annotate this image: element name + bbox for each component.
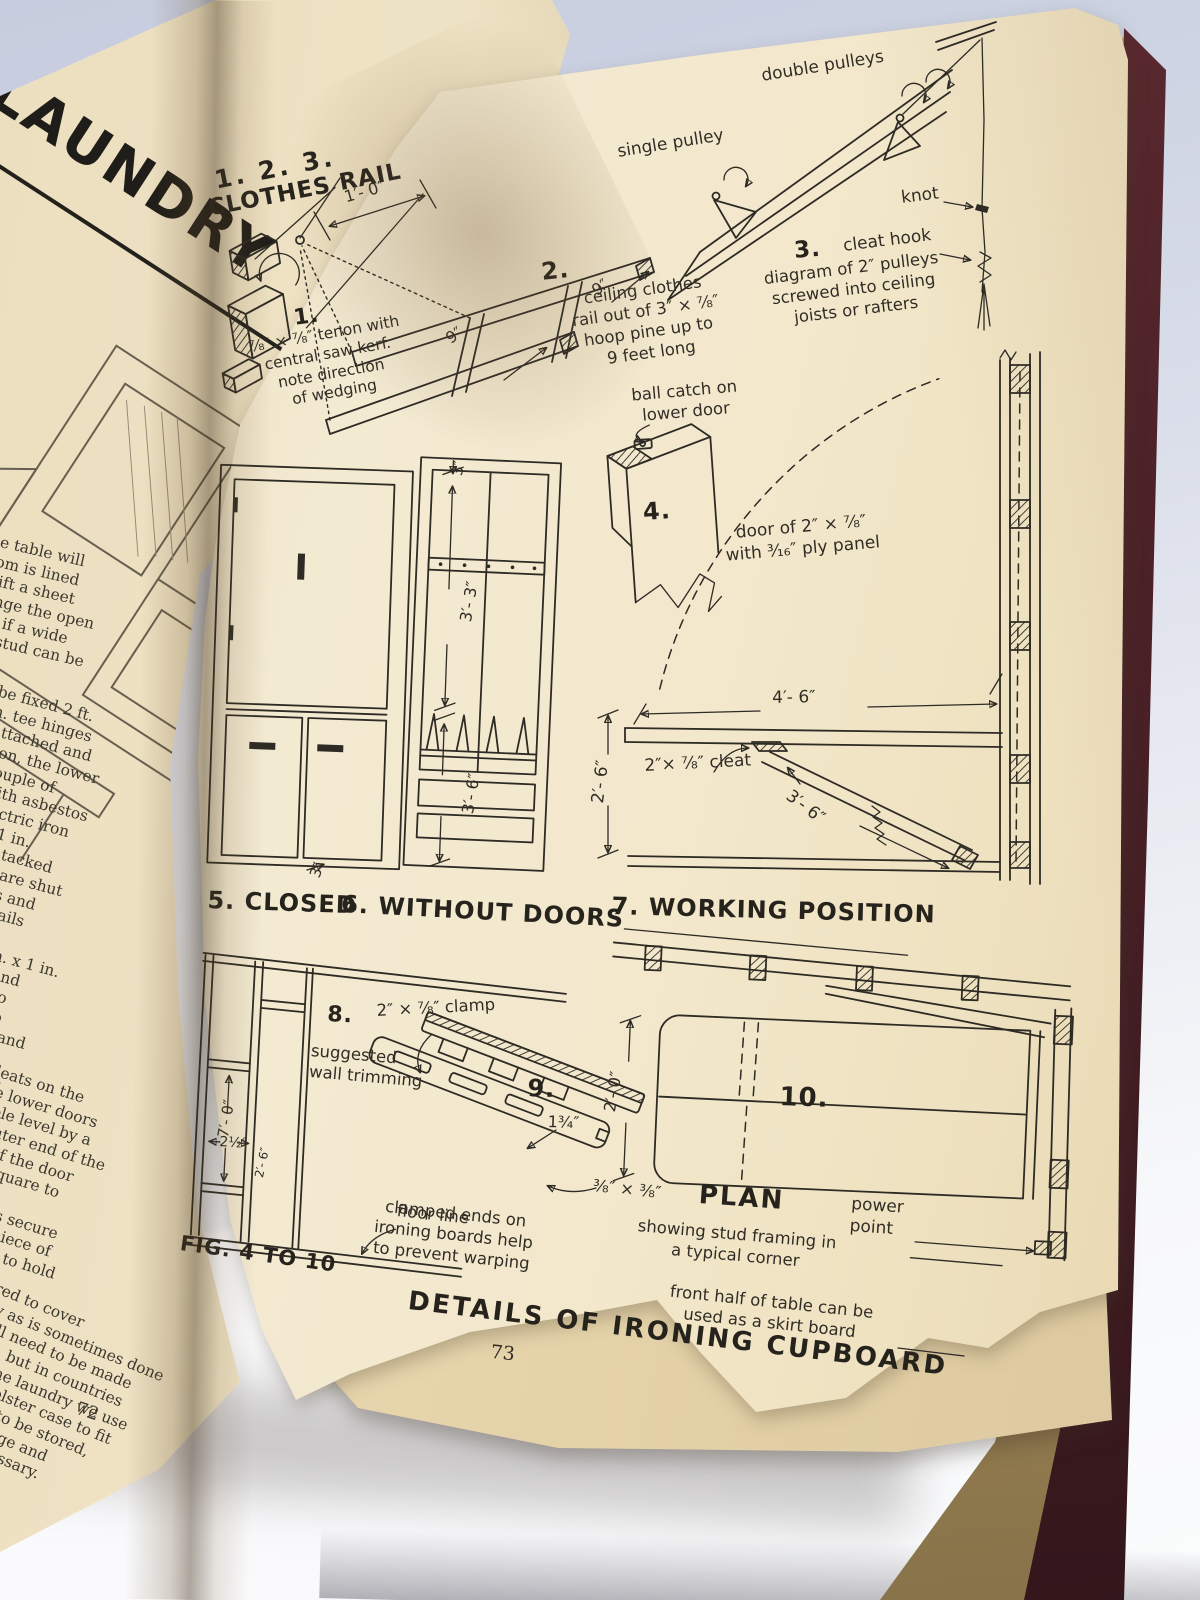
fig7-dim-width: 4′- 6″	[772, 687, 816, 708]
fig10-number: 10.	[778, 1082, 830, 1114]
right-page-number: 73	[489, 1340, 516, 1366]
fig5-dim-bottom: 3″	[306, 859, 329, 881]
fig8-number: 8.	[326, 1002, 354, 1029]
fig10-caption: showing stud framing in a typical corner	[637, 1216, 838, 1271]
fig4-number: 4.	[642, 496, 672, 526]
fig3-number: 3.	[793, 235, 822, 264]
fig7-label-cleat: 2″× ⅞″ cleat	[644, 750, 752, 776]
fig7-label: 7. WORKING POSITION	[611, 892, 937, 929]
fig5-dim-lower: 3′- 6″	[458, 771, 484, 816]
fig9-caption: clamped ends on ironing boards help to p…	[372, 1196, 534, 1274]
fig9-label-clamp: 2″ × ⅞″ clamp	[376, 994, 496, 1020]
fig9-dim-thickness: 1¾″	[547, 1112, 580, 1133]
fig6-label: 6. WITHOUT DOORS	[340, 890, 625, 933]
fig8-caption: suggested wall trimming	[308, 1040, 424, 1091]
fig4-caption: door of 2″ × ⅞″ with ³⁄₁₆″ ply panel	[724, 511, 881, 566]
fig8-label-range: FIG. 4 TO 10	[178, 1231, 338, 1277]
fig7-dim-brace: 3′- 6″	[781, 786, 829, 829]
fig5-label: 5. CLOSED	[207, 886, 358, 920]
fig10-label-power-point: power point	[849, 1194, 905, 1239]
fig3-label-single-pulley: single pulley	[616, 125, 726, 162]
fig8-dim-width: 2½″	[218, 1134, 248, 1152]
fig3-label-double-pulleys: double pulleys	[760, 46, 886, 86]
fig10-dim-depth: 2′- 0″	[600, 1069, 626, 1114]
fig7-dim-height: 2′- 6″	[588, 758, 614, 805]
fig8-dim-height: 7′- 0″	[214, 1098, 239, 1140]
fig9-dim-groove: ⅜″ × ⅜″	[592, 1176, 663, 1203]
fig3-label-knot: knot	[900, 183, 940, 208]
fig10-title: PLAN	[697, 1180, 786, 1216]
fig3-caption: diagram of 2″ pulleys screwed into ceili…	[762, 247, 940, 327]
fig8-dim-side: 2′- 6″	[252, 1146, 273, 1179]
fig5-dim-upper: 3′- 3″	[456, 579, 482, 624]
fig9-number: 9.	[527, 1074, 556, 1103]
